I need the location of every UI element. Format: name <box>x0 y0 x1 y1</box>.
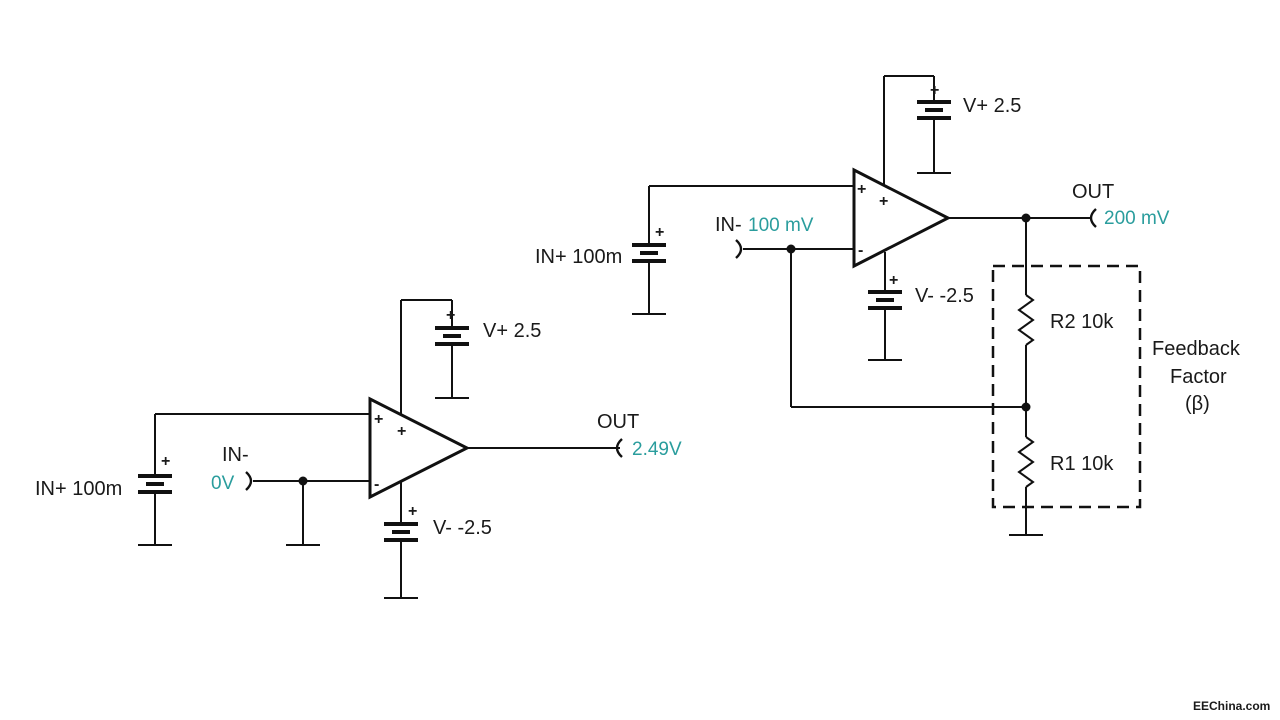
left-in-plus-plus-sign: + <box>161 453 170 470</box>
left-out-value: 2.49V <box>632 439 682 460</box>
left-in-minus-probe <box>245 471 253 491</box>
right-out-value: 200 mV <box>1104 208 1170 229</box>
left-vplus-battery: + <box>400 299 469 414</box>
right-circuit: + IN+ 100m IN- 100 mV + + - <box>535 75 1241 536</box>
left-vminus-plus-sign: + <box>408 503 417 520</box>
left-opamp-minus-input: - <box>374 476 379 493</box>
right-vminus-plus-sign: + <box>889 272 898 289</box>
right-vplus-battery: + <box>883 75 951 186</box>
left-in-plus-label: IN+ 100m <box>35 478 122 500</box>
left-out-probe <box>615 438 623 458</box>
left-vplus-plus-sign: + <box>446 307 455 324</box>
left-opamp-plus-input: + <box>374 411 383 428</box>
right-in-plus-label: IN+ 100m <box>535 246 622 268</box>
right-opamp-plus-sign: + <box>879 193 888 210</box>
feedback-label-line2: Factor <box>1170 366 1227 388</box>
right-opamp: + + - <box>852 167 952 269</box>
right-opamp-minus-input: - <box>858 242 863 259</box>
right-r1-resistor <box>1009 407 1043 536</box>
feedback-label-line1: Feedback <box>1152 338 1241 360</box>
right-vminus-label: V- -2.5 <box>915 285 974 307</box>
right-in-minus-probe <box>735 239 743 259</box>
watermark: EEChina.com <box>1193 699 1270 713</box>
right-in-minus-label: IN- <box>715 214 742 236</box>
right-r2-label: R2 10k <box>1050 311 1114 333</box>
left-out-label: OUT <box>597 411 639 433</box>
left-in-plus-battery: + <box>138 414 172 546</box>
left-in-minus-value: 0V <box>211 473 235 494</box>
right-r1-label: R1 10k <box>1050 453 1114 475</box>
left-vminus-label: V- -2.5 <box>433 517 492 539</box>
left-opamp-plus-sign: + <box>397 423 406 440</box>
right-out-probe <box>1089 208 1097 228</box>
feedback-label-line3: (β) <box>1185 393 1210 415</box>
right-out-label: OUT <box>1072 181 1114 203</box>
left-opamp: + + - <box>368 396 471 500</box>
right-in-plus-plus-sign: + <box>655 224 664 241</box>
left-circuit: + IN+ 100m IN- 0V + + - + <box>35 299 682 599</box>
right-in-minus-value: 100 mV <box>748 215 814 236</box>
right-vplus-label: V+ 2.5 <box>963 95 1021 117</box>
right-opamp-plus-input: + <box>857 181 866 198</box>
right-in-plus-battery: + <box>632 186 666 315</box>
right-vminus-battery: + <box>868 252 902 361</box>
right-vplus-plus-sign: + <box>930 82 939 99</box>
left-vminus-battery: + <box>384 482 418 599</box>
left-vplus-label: V+ 2.5 <box>483 320 541 342</box>
feedback-factor-box <box>991 264 1142 509</box>
left-in-minus-label: IN- <box>222 444 249 466</box>
right-r2-resistor <box>1017 218 1035 407</box>
